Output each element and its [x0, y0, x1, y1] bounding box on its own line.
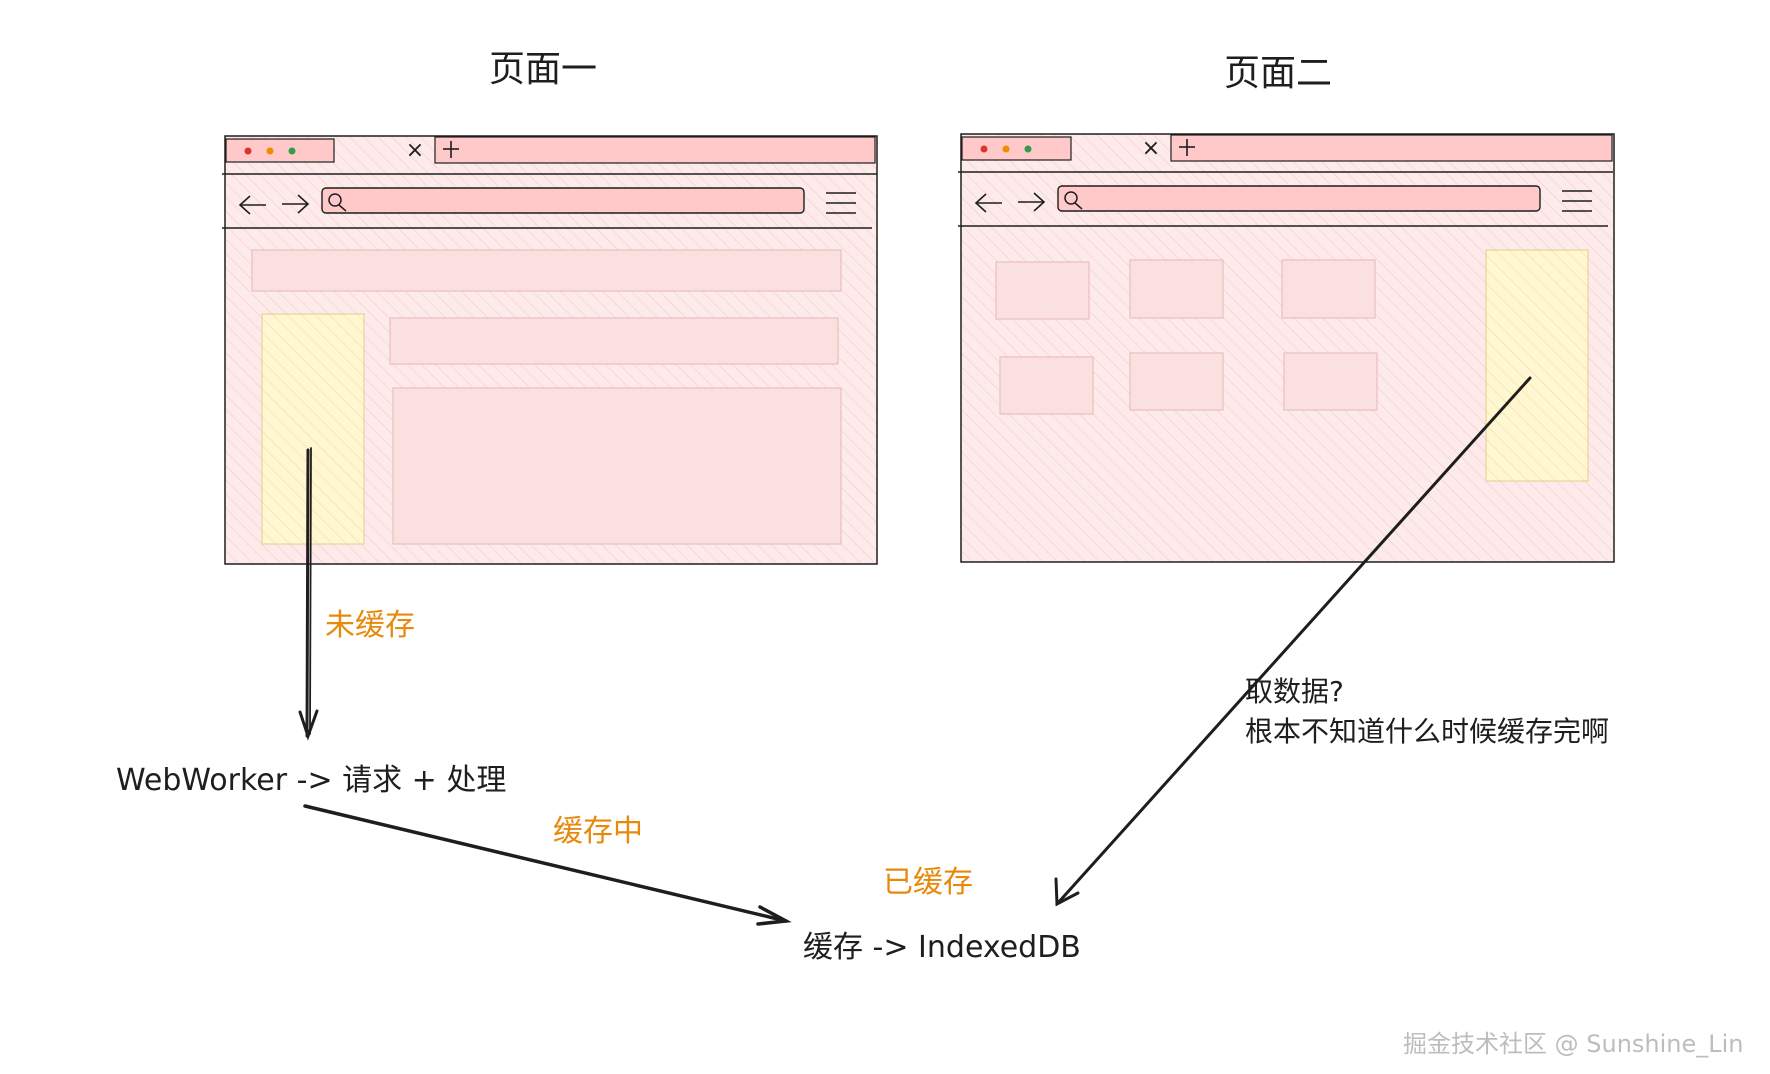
label-question-line-1: 取数据?: [1245, 675, 1344, 708]
content-tile: [1281, 259, 1376, 319]
arrow-right-icon: [282, 194, 310, 214]
arrow-left-icon: [238, 195, 266, 215]
close-icon: ×: [406, 138, 424, 163]
dot-red-icon: [980, 145, 988, 153]
address-bar: [321, 187, 805, 214]
dot-green-icon: [1024, 145, 1032, 153]
label-webworker: WebWorker -> 请求 + 处理: [116, 763, 507, 798]
content-tile: [995, 261, 1090, 320]
browser-window-page-two: ×: [958, 133, 1615, 563]
watermark: 掘金技术社区 @ Sunshine_Lin: [1403, 1030, 1744, 1058]
content-title-block: [389, 317, 839, 365]
label-not-cached: 未缓存: [325, 608, 415, 643]
dot-red-icon: [244, 147, 252, 155]
content-header-block: [251, 249, 842, 292]
active-tab: [225, 138, 335, 163]
content-tile: [1283, 352, 1378, 411]
label-caching: 缓存中: [553, 814, 643, 849]
toolbar: [974, 185, 1592, 213]
label-question-line-2: 根本不知道什么时候缓存完啊: [1245, 715, 1610, 748]
plus-icon: [1179, 139, 1195, 156]
plus-icon: [443, 141, 459, 158]
label-cached: 已缓存: [883, 865, 973, 900]
page-two-title: 页面二: [1224, 53, 1333, 94]
content-tile: [999, 356, 1094, 415]
active-tab: [961, 136, 1072, 161]
arrow-not-cached: [298, 447, 319, 741]
new-tab-strip: [434, 136, 876, 164]
close-icon: ×: [1142, 136, 1160, 161]
menu-icon: [826, 192, 856, 214]
search-icon: [328, 193, 347, 212]
address-bar: [1057, 185, 1541, 212]
dot-orange-icon: [266, 147, 274, 155]
content-tile: [1129, 259, 1224, 319]
tab-bar: ×: [961, 134, 1613, 162]
content-tile: [1129, 352, 1224, 411]
content-sidebar-block: [261, 313, 365, 545]
dot-orange-icon: [1002, 145, 1010, 153]
menu-icon: [1562, 190, 1592, 212]
new-tab-strip: [1170, 134, 1613, 162]
arrow-fetch-data: [1054, 376, 1532, 907]
label-cache-indexeddb: 缓存 -> IndexedDB: [803, 930, 1081, 965]
page-one-title: 页面一: [489, 49, 598, 90]
search-icon: [1064, 191, 1083, 210]
tab-bar: ×: [225, 136, 876, 164]
arrow-left-icon: [974, 193, 1002, 213]
toolbar: [238, 187, 856, 215]
arrow-right-icon: [1018, 192, 1046, 212]
dot-green-icon: [288, 147, 296, 155]
content-main-block: [392, 387, 842, 545]
content-sidebar-block: [1485, 249, 1589, 482]
browser-window-page-one: ×: [222, 135, 878, 565]
arrow-caching: [303, 804, 792, 926]
